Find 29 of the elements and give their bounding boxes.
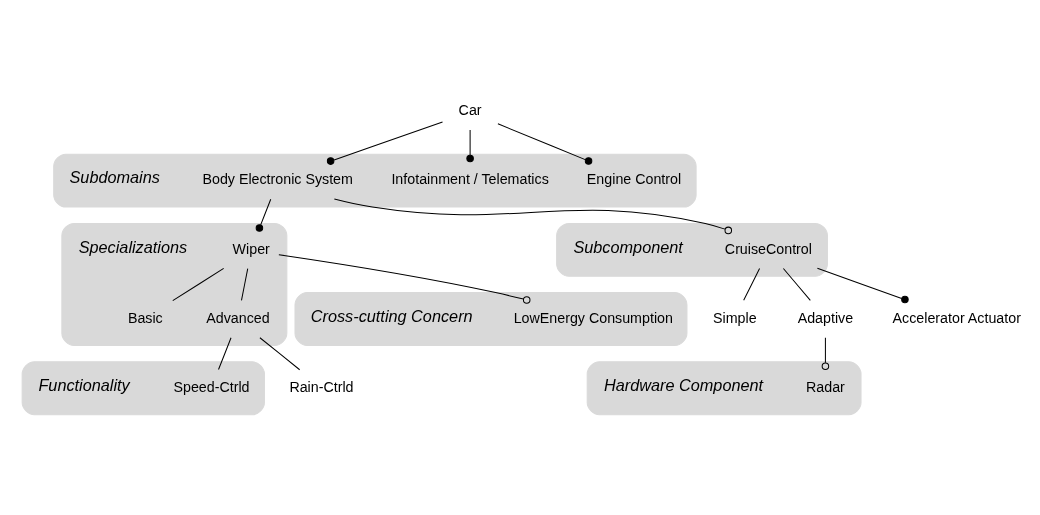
connector (821, 336, 829, 370)
connector (255, 198, 271, 232)
node-text: Advanced (205, 309, 270, 326)
node-text: Wiper (232, 240, 270, 257)
connector (277, 253, 530, 304)
connector (217, 336, 232, 370)
node-text: Speed-Ctrld (172, 378, 250, 395)
node-text: Adaptive (797, 309, 853, 326)
node-text: Accelerator Actuator (892, 309, 1021, 326)
connector (171, 267, 224, 301)
node-text: Rain-Ctrld (288, 378, 354, 395)
connector (782, 267, 811, 301)
node-text: Radar (805, 378, 845, 395)
connector (240, 267, 248, 301)
node-text: Simple (712, 309, 757, 326)
connector (333, 197, 732, 234)
connector (465, 129, 474, 162)
node-text: Engine Control (586, 170, 681, 187)
connector (326, 121, 443, 165)
connector (816, 267, 909, 303)
node-text: Basic (127, 309, 163, 326)
node-text: Body Electronic System (201, 170, 353, 187)
node-text: Car (458, 101, 482, 118)
connector (258, 336, 300, 370)
node-text: Infotainment / Telematics (390, 170, 549, 187)
connector (742, 267, 760, 301)
node-text: LowEnergy Consumption (513, 309, 673, 326)
node-text: CruiseControl (724, 240, 812, 257)
connector (496, 122, 592, 165)
